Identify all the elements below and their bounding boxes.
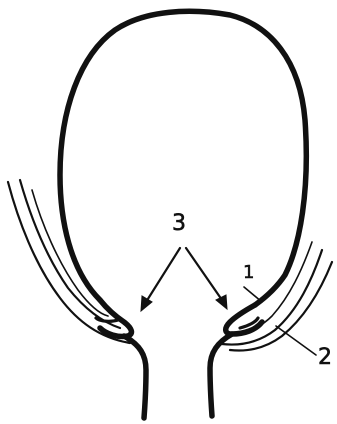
label-3: 3 bbox=[172, 211, 186, 236]
left-inner-fold bbox=[100, 300, 131, 337]
right-envelope-outer bbox=[222, 250, 322, 345]
arrow-3-left-shaft bbox=[146, 248, 180, 302]
arrow-3-left-head bbox=[141, 296, 152, 311]
arrow-3-right-head bbox=[216, 295, 227, 309]
left-envelope-outer bbox=[8, 182, 130, 343]
stem-left-wall bbox=[124, 336, 146, 418]
leader-2 bbox=[276, 326, 316, 355]
label-1: 1 bbox=[243, 262, 254, 283]
arrow-3-right-shaft bbox=[186, 248, 222, 300]
label-2: 2 bbox=[318, 345, 332, 370]
leader-1 bbox=[244, 287, 262, 302]
sac-outline bbox=[60, 11, 306, 305]
stem-right-wall bbox=[210, 334, 232, 416]
